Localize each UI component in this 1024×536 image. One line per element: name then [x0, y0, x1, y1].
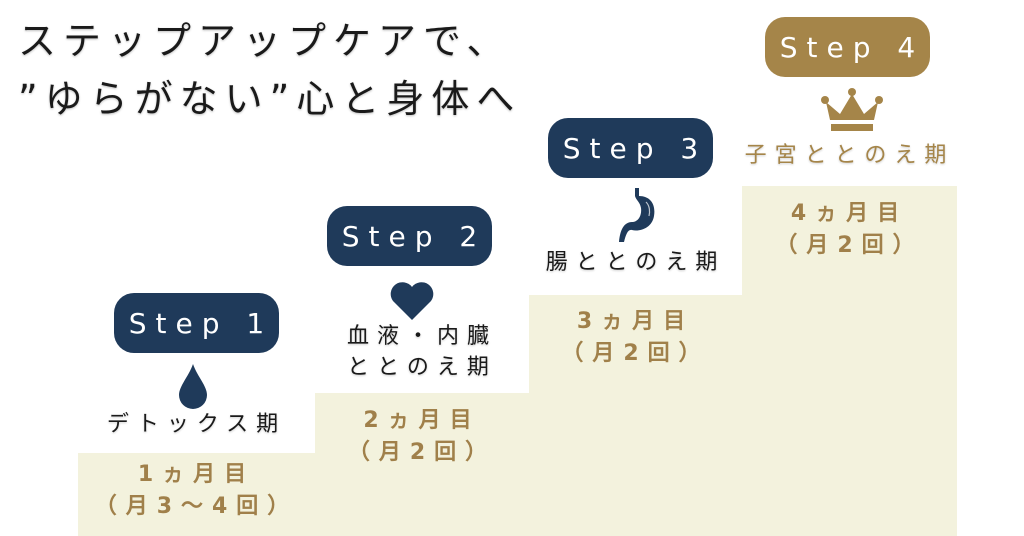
stair-step-2 — [315, 393, 529, 536]
heart-icon — [390, 282, 434, 320]
step-3-month: 3ヵ月目 — [576, 309, 695, 334]
step-1-duration: 1ヵ月目 （月3～4回） — [78, 459, 315, 523]
stomach-icon — [619, 188, 655, 242]
water-drop-icon — [179, 364, 207, 409]
step-2-duration: 2ヵ月目 （月2回） — [315, 405, 529, 469]
stair-step-4 — [742, 186, 957, 536]
stair-step-3 — [529, 295, 742, 536]
step-4-month: 4ヵ月目 — [790, 201, 909, 226]
stair-step-1 — [78, 453, 315, 536]
step-3-badge: Step 3 — [548, 118, 713, 178]
step-1-phase: デトックス期 — [106, 412, 287, 437]
step-2-frequency: （月2回） — [347, 439, 497, 465]
step-2-month: 2ヵ月目 — [363, 408, 481, 433]
headline-line-2: ”ゆらがない”心と身体へ — [18, 77, 522, 121]
crown-icon — [821, 88, 883, 131]
step-4-duration: 4ヵ月目 （月2回） — [742, 198, 957, 262]
step-2-phase-line-2: ととのえ期 — [347, 354, 497, 380]
step-3-frequency: （月2回） — [561, 340, 710, 366]
step-3-duration: 3ヵ月目 （月2回） — [529, 306, 742, 370]
step-4-frequency: （月2回） — [775, 232, 924, 258]
step-2-badge: Step 2 — [327, 206, 492, 266]
step-1-month: 1ヵ月目 — [137, 462, 256, 487]
step-1-frequency: （月3～4回） — [94, 493, 299, 519]
step-4-phase: 子宮ととのえ期 — [744, 143, 955, 168]
step-2-phase-line-1: 血液・内臓 — [346, 324, 497, 349]
headline-line-1: ステップアップケアで、 — [18, 19, 512, 63]
step-4-badge: Step 4 — [765, 17, 930, 77]
step-1-badge: Step 1 — [114, 293, 279, 353]
step-3-phase: 腸ととのえ期 — [545, 250, 726, 275]
step-2-phase: 血液・内臓 ととのえ期 — [315, 322, 529, 384]
